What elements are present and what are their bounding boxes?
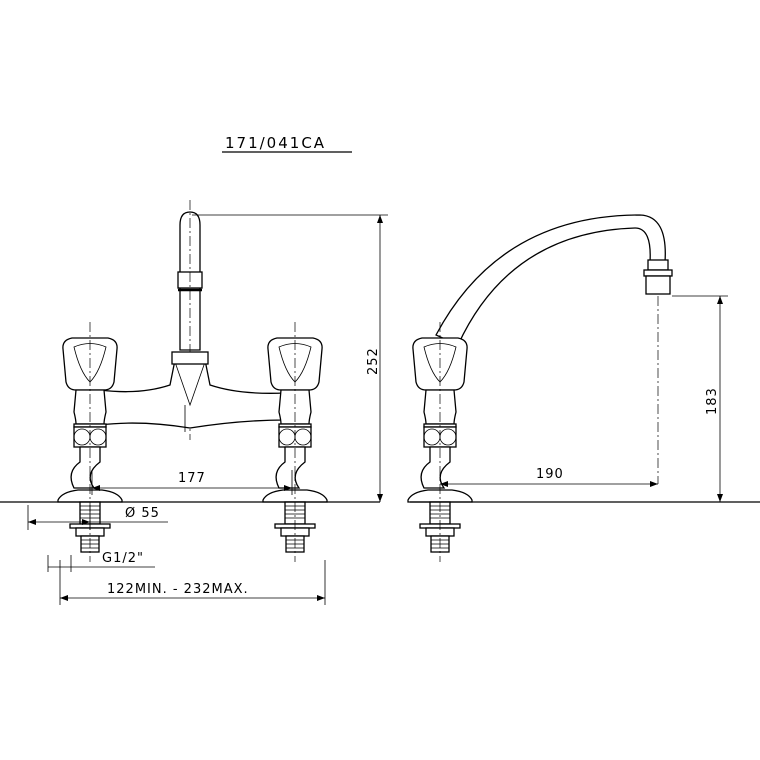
- dimension-252: 252: [192, 214, 388, 502]
- range-label: 122MIN. - 232MAX.: [107, 582, 249, 597]
- model-number: 171/041CA: [225, 134, 326, 152]
- swivel-spout: [435, 214, 666, 346]
- height-label: 252: [366, 347, 381, 375]
- dimension-177: 177: [91, 470, 293, 495]
- side-tap: [407, 321, 473, 563]
- right-tap: [262, 321, 328, 563]
- thread-label: G1/2": [102, 551, 144, 566]
- dimension-190: 190: [440, 467, 658, 487]
- diameter-label: Ø 55: [125, 506, 160, 521]
- dimension-range: 122MIN. - 232MAX.: [59, 560, 326, 605]
- dimension-diameter: Ø 55: [27, 505, 168, 530]
- dimension-thread: G1/2": [47, 551, 155, 572]
- spacing-label: 177: [178, 471, 206, 486]
- reach-label: 190: [536, 467, 564, 482]
- bridge-body: [99, 359, 286, 429]
- side-view: [407, 214, 760, 563]
- dimension-183: 183: [672, 295, 728, 502]
- front-view: [0, 200, 380, 563]
- spout-height-label: 183: [705, 387, 720, 415]
